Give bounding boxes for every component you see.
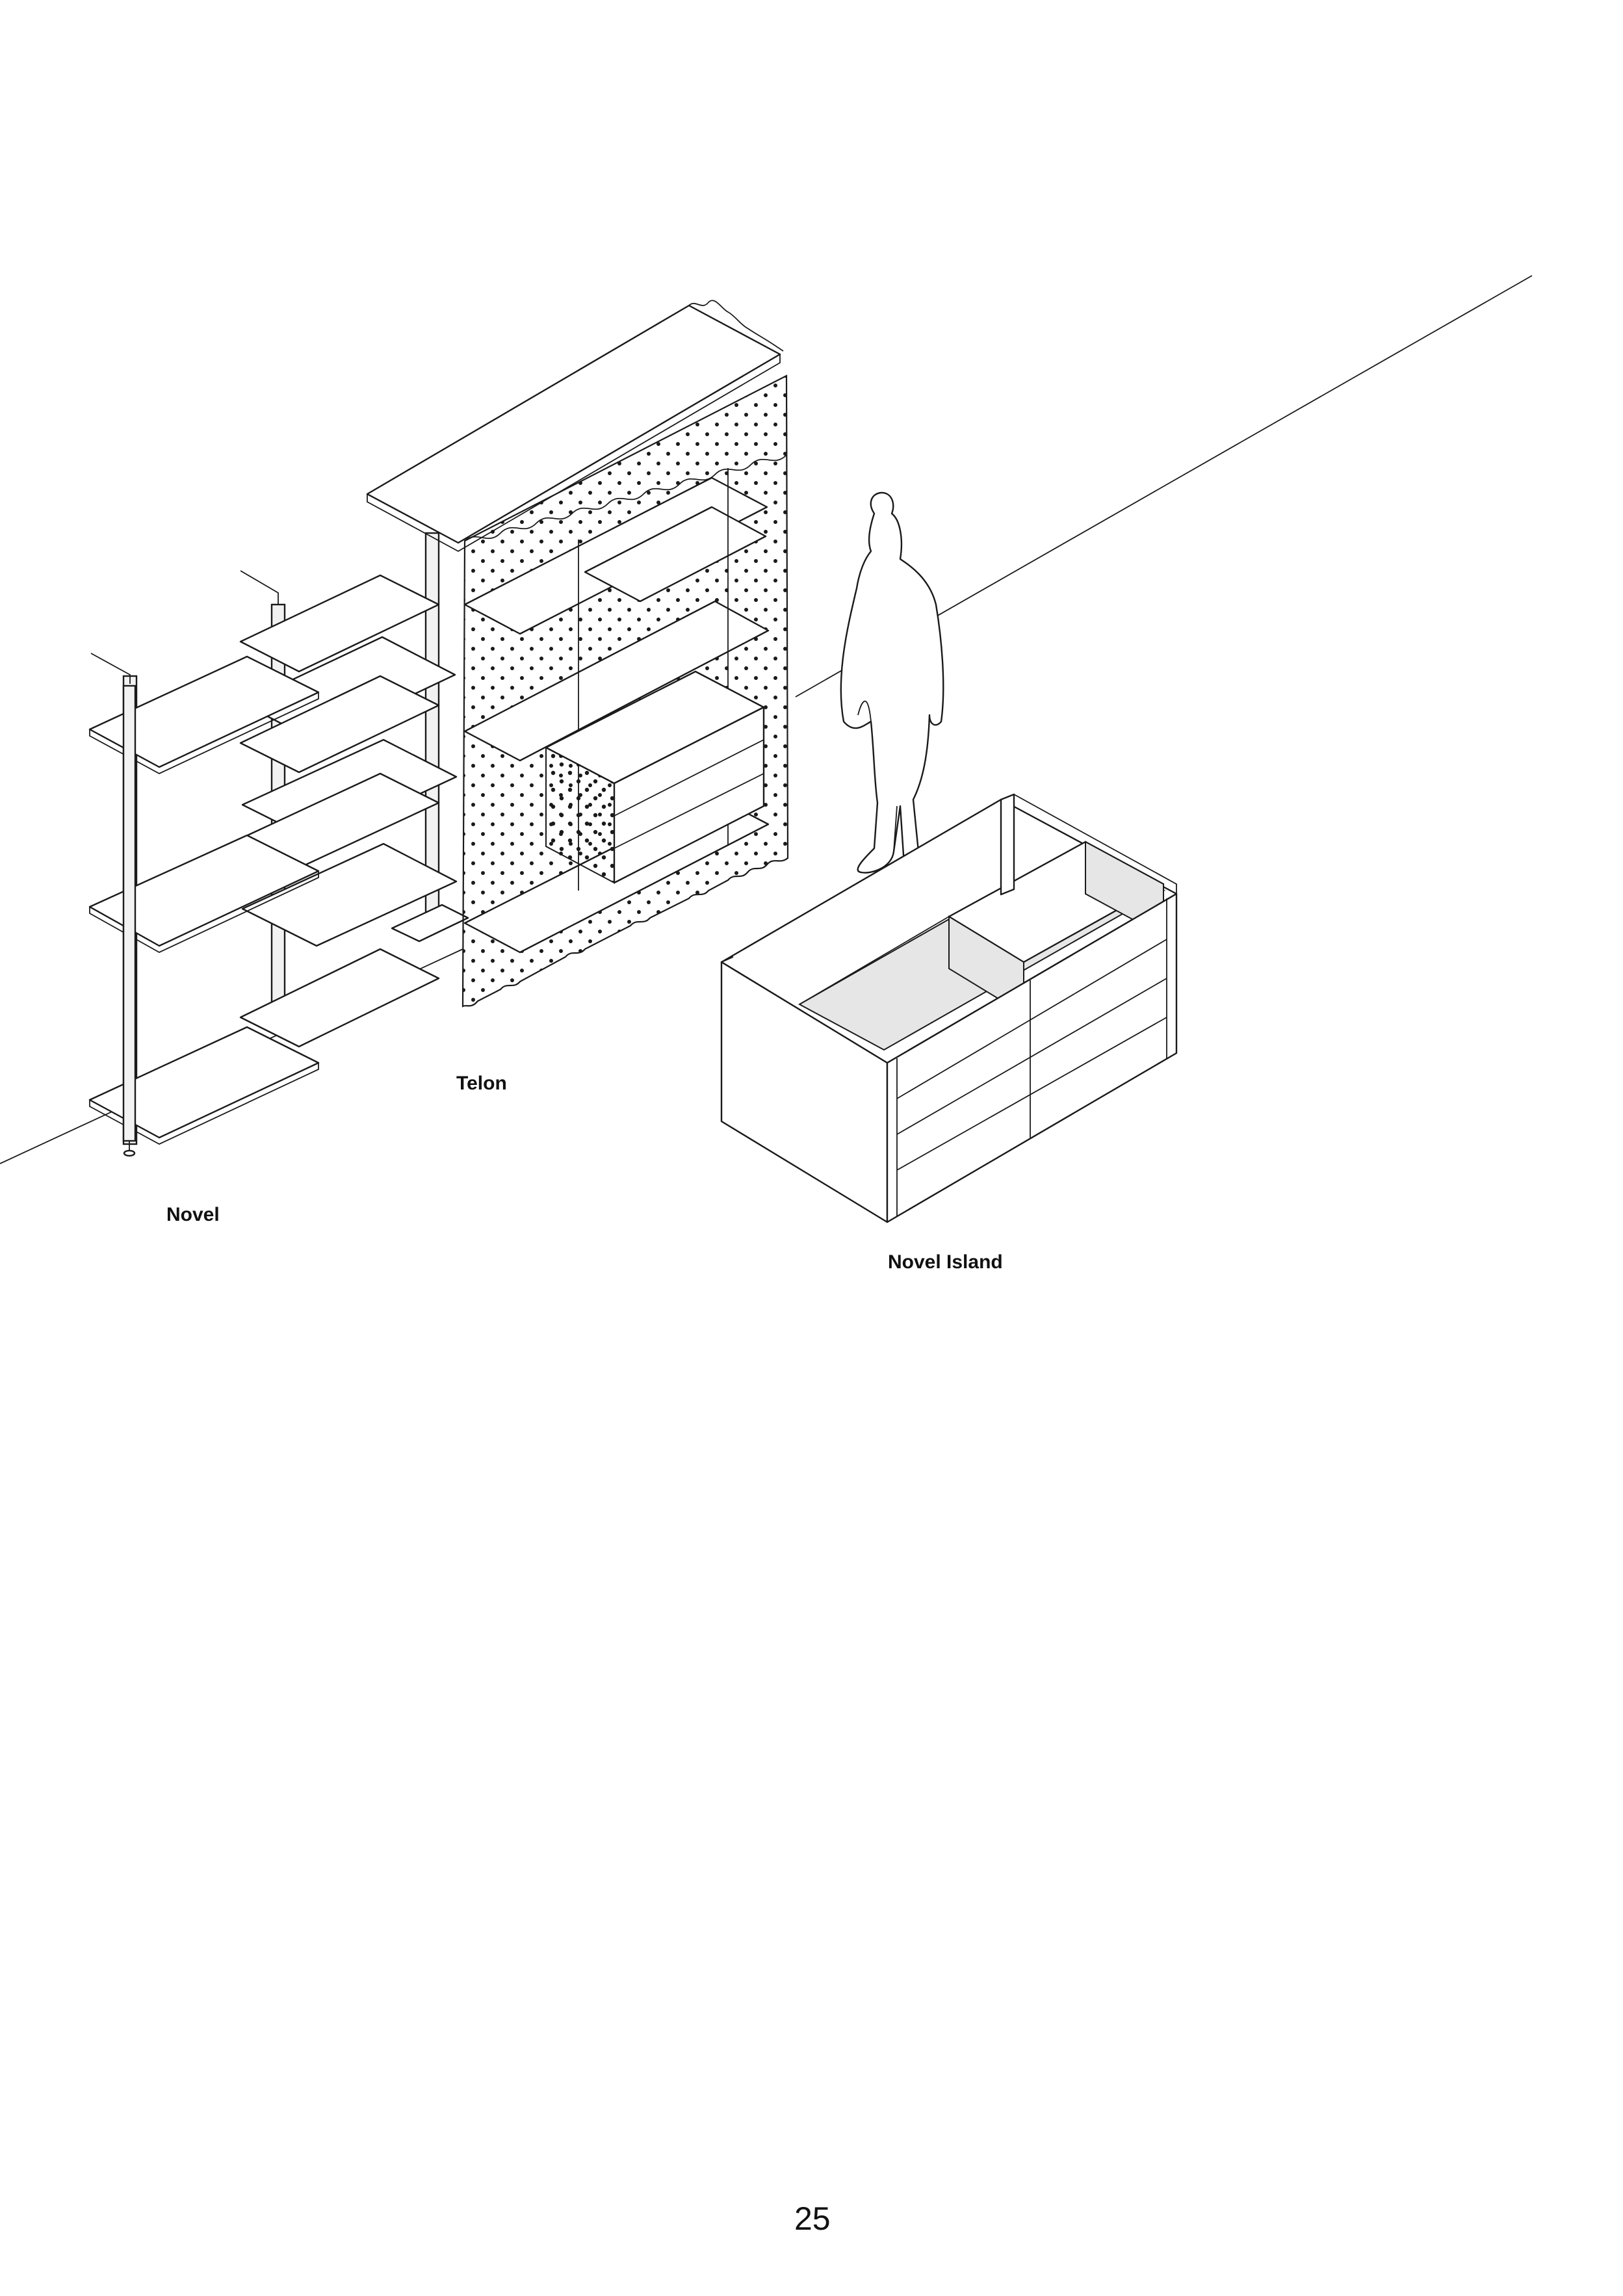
novel-shelving (88, 532, 469, 1157)
telon-curtain-unit (366, 300, 789, 1008)
person-silhouette (840, 491, 944, 877)
label-telon: Telon (456, 1073, 507, 1094)
novel-island-counter (720, 793, 1178, 1223)
label-novel-island: Novel Island (888, 1251, 1003, 1273)
label-novel: Novel (166, 1204, 220, 1225)
page-number: 25 (794, 2200, 831, 2237)
